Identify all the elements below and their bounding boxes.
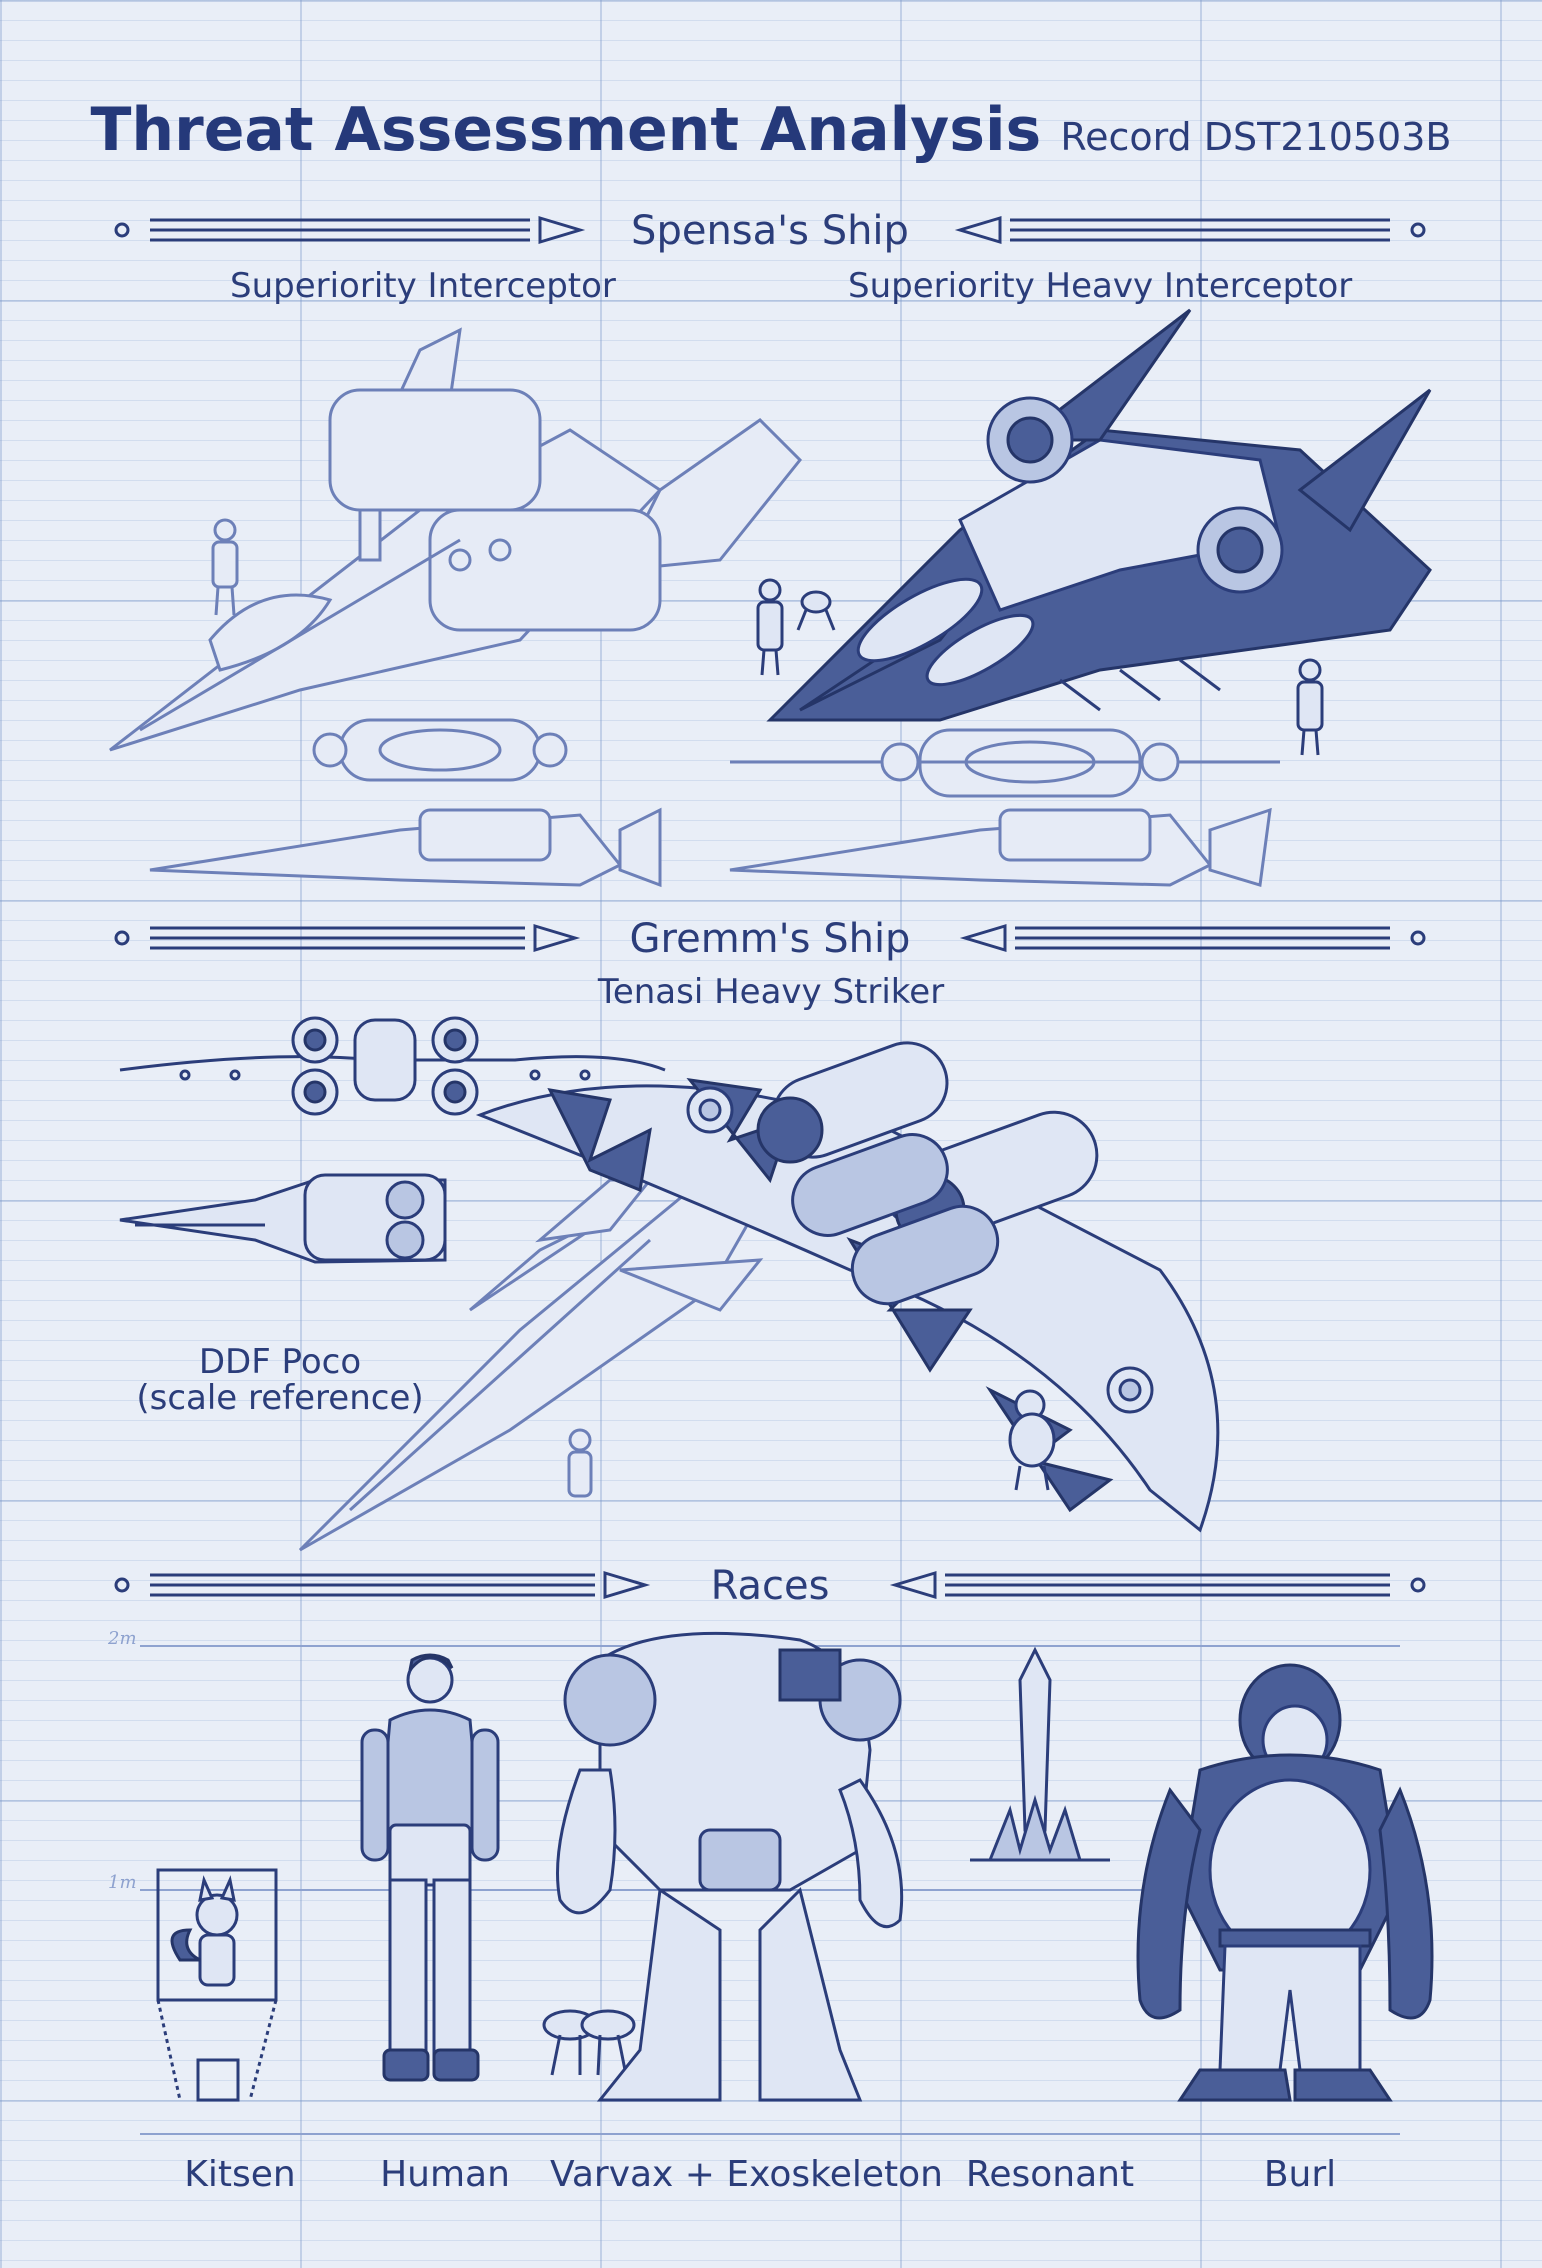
- race-label-resonant: Resonant: [965, 2154, 1135, 2195]
- scale-1m-tag: 1m: [108, 1872, 137, 1893]
- section-divider-spensa: Spensa's Ship: [110, 200, 1430, 260]
- title-text: Threat Assessment Analysis: [90, 95, 1042, 165]
- divider-rule-graphic: [114, 215, 1426, 245]
- race-label-varvax: Varvax + Exoskeleton: [550, 2154, 943, 2195]
- races-lineup-illustration: [156, 1631, 1434, 2102]
- race-label-burl: Burl: [1263, 2154, 1337, 2195]
- section-heading-races: Races: [710, 1563, 830, 1609]
- record-id: Record DST210503B: [1060, 115, 1452, 159]
- section-divider-races: Races: [110, 1555, 1430, 1615]
- divider-rule-graphic: [114, 923, 1426, 953]
- ship-label-heavy-striker: Tenasi Heavy Striker: [597, 972, 945, 1012]
- scale-ground-line: [140, 2133, 1400, 2135]
- section-heading-gremm: Gremm's Ship: [629, 916, 911, 962]
- ship-label-heavy-interceptor: Superiority Heavy Interceptor: [848, 266, 1353, 306]
- page-title: Threat Assessment Analysis Record DST210…: [0, 95, 1542, 165]
- race-label-human: Human: [380, 2154, 510, 2195]
- heavy-striker-illustration: [298, 1041, 1220, 1552]
- heavy-striker-orthographic-views: [119, 1016, 666, 1264]
- scale-2m-tag: 2m: [108, 1628, 137, 1649]
- scale-note-line1: DDF Poco: [198, 1342, 362, 1382]
- scale-note-line2: (scale reference): [136, 1378, 424, 1418]
- divider-rule-graphic: [114, 1570, 1426, 1600]
- interceptor-illustration: [109, 327, 803, 888]
- section-divider-gremm: Gremm's Ship: [110, 908, 1430, 968]
- scale-reference-note: DDF Poco (scale reference): [110, 1344, 450, 1416]
- race-label-kitsen: Kitsen: [184, 2154, 296, 2195]
- ship-label-interceptor: Superiority Interceptor: [230, 266, 616, 306]
- section-heading-spensa: Spensa's Ship: [631, 208, 909, 254]
- heavy-interceptor-illustration: [729, 308, 1432, 887]
